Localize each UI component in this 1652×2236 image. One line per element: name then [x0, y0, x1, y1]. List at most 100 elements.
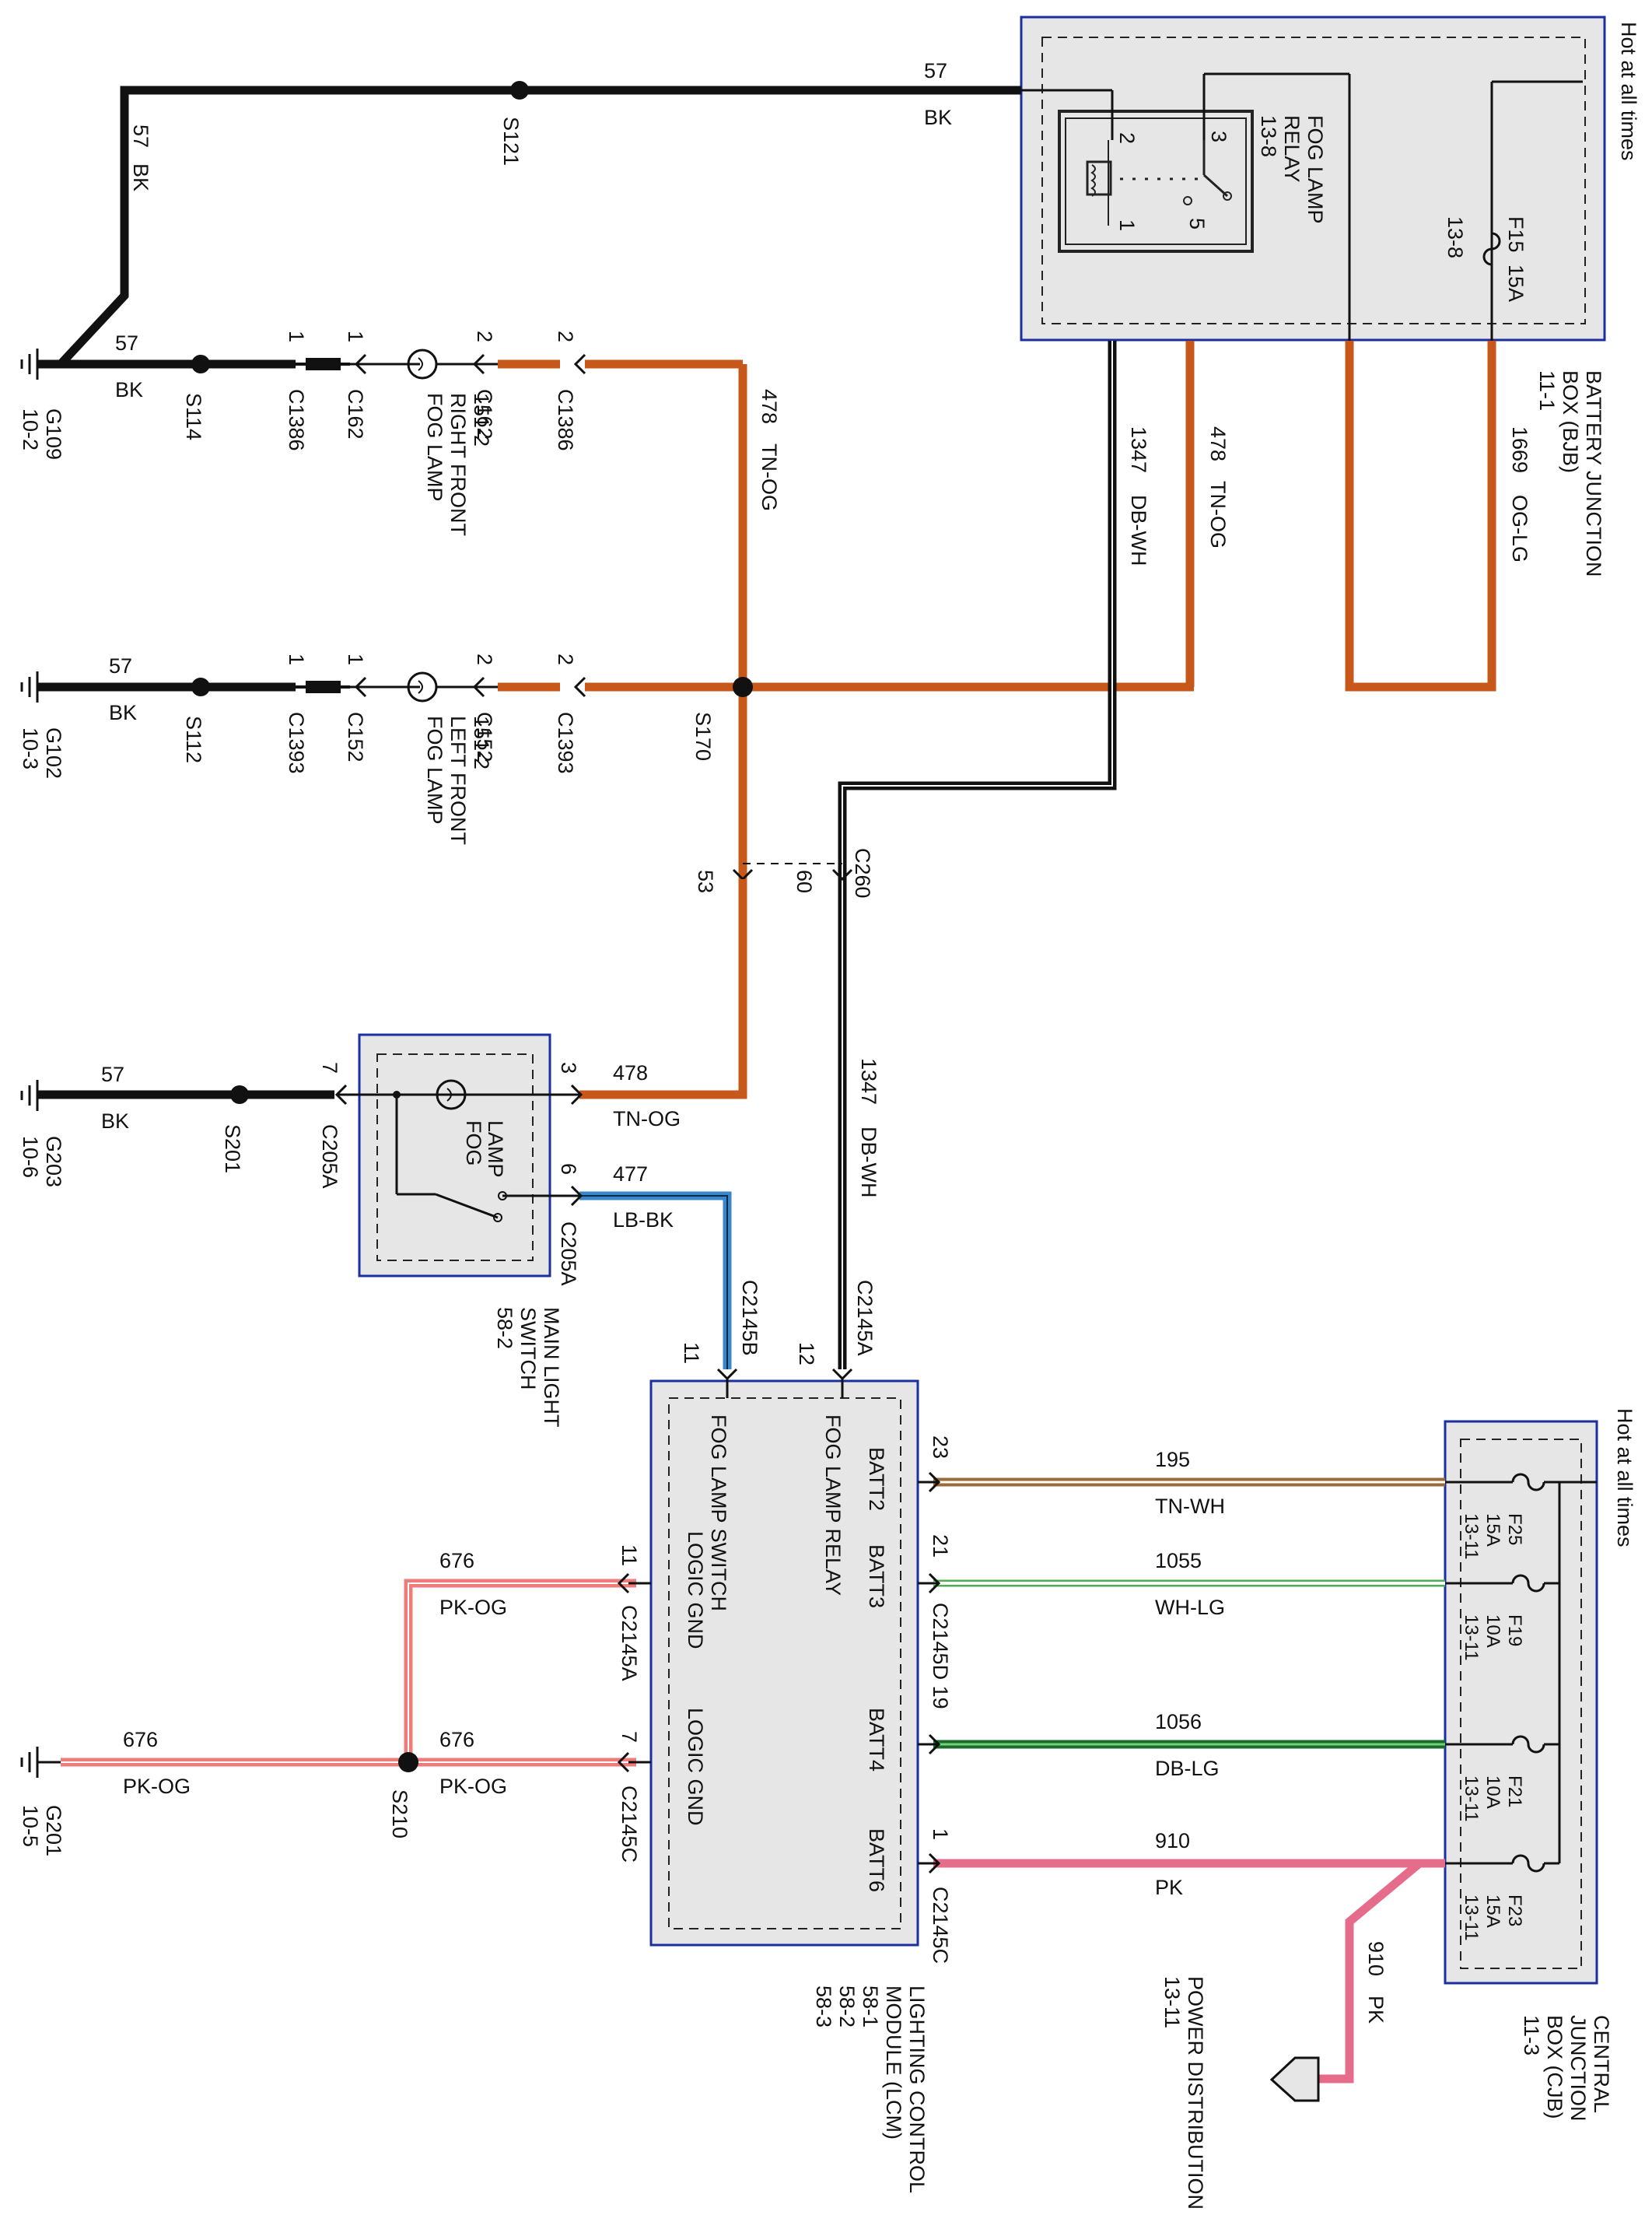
svg-text:OG-LG: OG-LG [1508, 495, 1531, 563]
wire-676-b-num: 676 [439, 1728, 474, 1751]
svg-text:LAMP: LAMP [484, 1120, 507, 1178]
fl-pin-2a: 2 [473, 654, 496, 665]
svg-text:BOX (BJB): BOX (BJB) [1559, 370, 1582, 473]
wire-1055-color: WH-LG [1155, 1596, 1225, 1619]
svg-text:13-11: 13-11 [1461, 1775, 1482, 1822]
svg-text:POWER DISTRIBUTION: POWER DISTRIBUTION [1184, 1976, 1207, 2210]
c205a-b-label: C205A [557, 1221, 580, 1286]
wire-676-b-color: PK-OG [439, 1775, 507, 1798]
g201-label: G201 10-5 [19, 1805, 65, 1856]
wire-57-top-color: BK [924, 106, 952, 129]
main-light-switch [358, 1033, 579, 1277]
f23-label: F23 15A 13-11 [1461, 1894, 1525, 1941]
splice-s121 [510, 81, 529, 100]
cjb-title: CENTRAL JUNCTION BOX (CJB) 11-3 [1520, 2015, 1613, 2122]
s210-label: S210 [388, 1789, 411, 1838]
relay-switch-icon [1183, 140, 1232, 205]
c2145c-left-label: C2145C [618, 1786, 641, 1863]
wire-57-bk-top [57, 81, 1021, 367]
wire-477-color: LB-BK [613, 1208, 674, 1232]
svg-text:FOG LAMP: FOG LAMP [423, 716, 446, 825]
lcm-fog-lamp-switch: FOG LAMP SWITCH [707, 1414, 730, 1611]
svg-text:57: 57 [129, 124, 152, 148]
svg-text:MODULE (LCM): MODULE (LCM) [882, 1985, 905, 2140]
svg-text:DB-WH: DB-WH [857, 1127, 880, 1197]
wire-1347-db-wh [838, 341, 1117, 1369]
lcm-pin-7-left: 7 [618, 1731, 641, 1743]
svg-text:478: 478 [758, 389, 781, 424]
svg-text:58-1: 58-1 [859, 1985, 882, 2027]
c2145d-label: C2145D 19 [929, 1603, 952, 1709]
svg-text:1669: 1669 [1508, 426, 1531, 473]
c2145c-right-label: C2145C [929, 1887, 952, 1964]
svg-text:RIGHT FRONT: RIGHT FRONT [446, 393, 470, 536]
svg-text:G201: G201 [42, 1805, 65, 1856]
power-distribution-label: POWER DISTRIBUTION 13-11 [1160, 1976, 1207, 2210]
c205a-a-label: C205A [318, 1124, 341, 1189]
mls-pin-6: 6 [557, 1163, 580, 1175]
wire-478-b-label: 478 TN-OG [1206, 426, 1230, 548]
relay-pin-5: 5 [1185, 218, 1209, 230]
fr-pin-2b: 2 [554, 331, 577, 342]
f21-label: F21 10A 13-11 [1461, 1775, 1525, 1822]
svg-text:MAIN LIGHT: MAIN LIGHT [540, 1307, 563, 1428]
svg-text:10A: 10A [1482, 1775, 1503, 1809]
wire-1056-color: DB-LG [1155, 1757, 1220, 1780]
wire-676-c-num: 676 [123, 1728, 158, 1751]
svg-text:F21: F21 [1504, 1775, 1525, 1807]
lcm-pin-1: 1 [929, 1828, 952, 1840]
fog-lamp-right-front-circuit [20, 349, 743, 380]
relay-pin-2: 2 [1115, 132, 1139, 144]
lighting-control-module [649, 1368, 919, 1947]
splice-s114 [191, 355, 210, 373]
s170-label: S170 [691, 712, 715, 761]
fog-switch-contact-icon [435, 1193, 499, 1219]
svg-text:10-3: 10-3 [19, 727, 42, 769]
svg-text:13-11: 13-11 [1461, 1894, 1482, 1941]
svg-text:910: 910 [1364, 1941, 1388, 1976]
lcm-pin-11-left: 11 [618, 1544, 641, 1566]
fr-conn-c1386-a: C1386 [285, 389, 308, 451]
svg-text:151-2: 151-2 [470, 393, 493, 447]
svg-text:10A: 10A [1482, 1614, 1503, 1648]
fr-pin-2a: 2 [473, 331, 496, 342]
wire-57-g102-color: BK [109, 701, 137, 724]
fl-conn-c1393-a: C1393 [285, 712, 308, 774]
svg-text:G109: G109 [42, 408, 65, 460]
fl-conn-c152-b: C152 [473, 712, 496, 762]
fr-pin-1b: 1 [344, 331, 367, 342]
wire-478-a-label: 478 TN-OG [758, 389, 781, 511]
svg-text:Hot at all times: Hot at all times [1613, 1408, 1636, 1547]
bjb-title: BATTERY JUNCTION BOX (BJB) 11-1 [1535, 370, 1605, 577]
fr-conn-c1386-b: C1386 [554, 389, 577, 451]
wire-57-top-num: 57 [924, 59, 947, 82]
svg-text:SWITCH: SWITCH [516, 1307, 540, 1390]
relay-coil-icon [1086, 140, 1112, 226]
svg-text:TN-OG: TN-OG [758, 443, 781, 511]
fog-lamp-relay-label: FOG LAMP RELAY 13-8 [1257, 115, 1327, 224]
relay-pin-1: 1 [1115, 219, 1139, 231]
cjb-fuse-f19 [1445, 1574, 1559, 1593]
wire-195-color: TN-WH [1155, 1495, 1225, 1518]
svg-text:F23: F23 [1504, 1894, 1525, 1926]
svg-text:JUNCTION: JUNCTION [1566, 2015, 1590, 2122]
svg-text:15A: 15A [1504, 265, 1528, 302]
svg-text:58-3: 58-3 [812, 1985, 835, 2027]
fl-conn-c152-a: C152 [344, 712, 367, 762]
lcm-pin-12-top: 12 [795, 1342, 818, 1365]
lcm-batt2: BATT2 [865, 1447, 888, 1511]
wire-1056-num: 1056 [1155, 1710, 1202, 1733]
svg-text:F25: F25 [1504, 1513, 1525, 1545]
lcm-pin-23: 23 [929, 1435, 952, 1459]
svg-text:10-5: 10-5 [19, 1805, 42, 1847]
lcm-batt4: BATT4 [865, 1708, 888, 1772]
svg-text:TN-OG: TN-OG [1206, 481, 1230, 548]
wire-910-pk [918, 1852, 1445, 2084]
svg-text:DB-WH: DB-WH [1127, 495, 1150, 566]
s121-label: S121 [499, 117, 523, 166]
svg-text:13-8: 13-8 [1257, 115, 1280, 157]
wire-676-a-num: 676 [439, 1549, 474, 1572]
fl-pin-2b: 2 [554, 654, 577, 665]
fr-pin-1a: 1 [285, 331, 308, 342]
mls-pin-3: 3 [557, 1062, 580, 1074]
